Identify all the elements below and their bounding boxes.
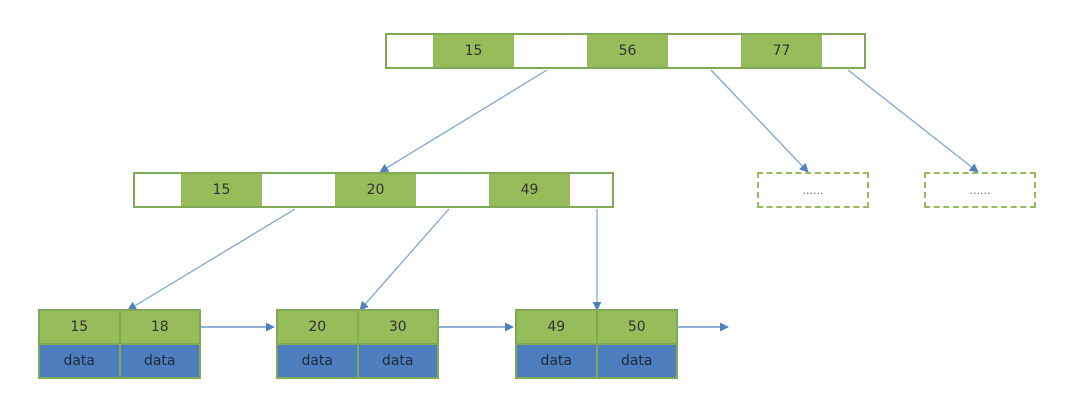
root-pointer [668, 35, 741, 67]
placeholder-node-1: ...... [757, 172, 869, 208]
root-pointer [822, 35, 864, 67]
root-key: 15 [433, 35, 514, 67]
leaf-key: 18 [120, 311, 199, 343]
leaf-data-row: data data [517, 345, 676, 377]
leaf-data: data [597, 345, 676, 377]
leaf-node-3: 49 50 data data [515, 309, 678, 379]
level2-pointer [570, 174, 612, 206]
leaf-key-row: 20 30 [278, 311, 437, 345]
leaf-data: data [278, 345, 359, 377]
leaf-data: data [40, 345, 121, 377]
leaf-data-row: data data [40, 345, 199, 377]
root-node: 15 56 77 [385, 33, 866, 69]
edge-root-to-level2 [379, 69, 548, 173]
leaf-data: data [358, 345, 437, 377]
leaf-data: data [517, 345, 598, 377]
level2-key: 20 [335, 174, 416, 206]
leaf-node-1: 15 18 data data [38, 309, 201, 379]
leaf-key: 49 [517, 311, 598, 343]
root-pointer [387, 35, 433, 67]
level2-key: 15 [181, 174, 262, 206]
leaf-key-row: 15 18 [40, 311, 199, 345]
level2-pointer [262, 174, 335, 206]
edge-level2-to-leaf-2 [359, 208, 450, 311]
leaf-key: 50 [597, 311, 676, 343]
edge-root-to-placeholder-2 [847, 69, 979, 173]
leaf-key: 15 [40, 311, 121, 343]
placeholder-node-2: ...... [924, 172, 1036, 208]
leaf-node-2: 20 30 data data [276, 309, 439, 379]
edge-level2-to-leaf-1 [127, 208, 296, 311]
leaf-data: data [120, 345, 199, 377]
root-key: 56 [587, 35, 668, 67]
leaf-key: 20 [278, 311, 359, 343]
leaf-key-row: 49 50 [517, 311, 676, 345]
edge-root-to-placeholder-1 [710, 69, 809, 173]
level2-pointer [135, 174, 181, 206]
level2-key: 49 [489, 174, 570, 206]
root-key: 77 [741, 35, 822, 67]
level2-pointer [416, 174, 489, 206]
root-pointer [514, 35, 587, 67]
level2-node: 15 20 49 [133, 172, 614, 208]
leaf-key: 30 [358, 311, 437, 343]
leaf-data-row: data data [278, 345, 437, 377]
